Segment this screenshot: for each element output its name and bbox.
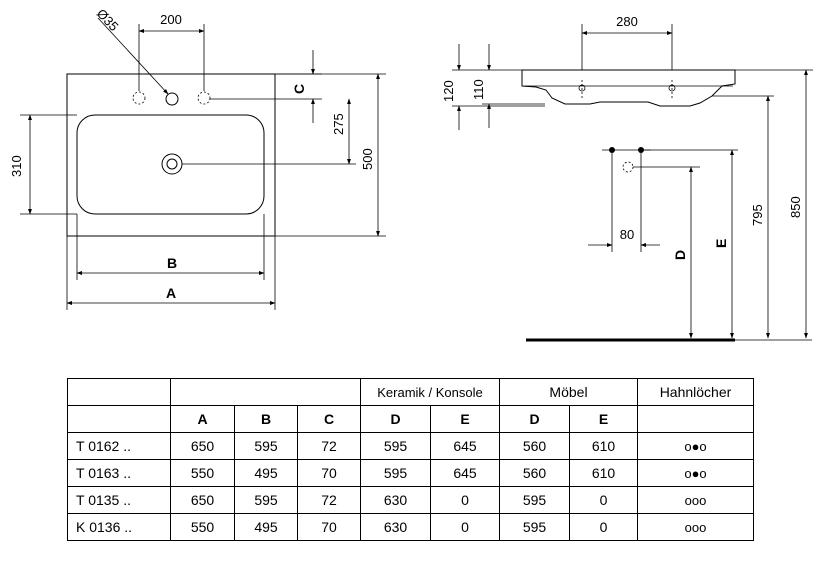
basin-outline — [66, 73, 276, 237]
cell-moebel-d: 595 — [499, 486, 570, 514]
cell-model: T 0163 .. — [67, 459, 171, 487]
cell-b: 595 — [234, 486, 298, 514]
dim-e-label: E — [713, 239, 729, 248]
cell-tap-holes: o●o — [637, 432, 754, 460]
dim-120: 120 — [441, 80, 456, 102]
cell-a: 550 — [170, 459, 235, 487]
dim-110: 110 — [471, 79, 486, 100]
cell-c: 72 — [297, 432, 361, 460]
dim-310: 310 — [9, 155, 24, 177]
table-group-header-row: Keramik / Konsole Möbel Hahnlöcher — [67, 378, 754, 406]
cell-moebel-d: 595 — [499, 513, 570, 541]
drain-outer — [161, 153, 183, 175]
cell-c: 72 — [297, 486, 361, 514]
cell-b: 595 — [234, 432, 298, 460]
dim-b-label: B — [167, 255, 177, 271]
dim-80: 80 — [620, 227, 634, 242]
col-header-keramik-d: D — [360, 405, 431, 433]
tap-hole-right — [197, 91, 211, 105]
group-header-hahnloecher: Hahnlöcher — [637, 378, 754, 406]
dim-hole-diameter: Ø35 — [94, 6, 122, 34]
cell-a: 650 — [170, 486, 235, 514]
dimension-table: Keramik / Konsole Möbel Hahnlöcher A B C… — [67, 378, 754, 541]
dim-c-label: C — [291, 84, 307, 94]
cell-moebel-e: 0 — [569, 486, 638, 514]
col-header-b: B — [234, 405, 298, 433]
cell-model: K 0136 .. — [67, 513, 171, 541]
dim-275: 275 — [331, 113, 346, 135]
col-header-moebel-e: E — [569, 405, 638, 433]
cell-tap-holes: ooo — [637, 486, 754, 514]
cell-model: T 0135 .. — [67, 486, 171, 514]
cell-keramik-e: 645 — [430, 432, 500, 460]
cell-keramik-d: 595 — [360, 459, 431, 487]
cell-keramik-e: 645 — [430, 459, 500, 487]
col-header-c: C — [297, 405, 361, 433]
cell-a: 550 — [170, 513, 235, 541]
top-view: 200 Ø35 C 275 500 310 B A — [9, 6, 386, 310]
cell-tap-holes: ooo — [637, 513, 754, 541]
basin-profile — [521, 69, 736, 107]
cell-model: T 0162 .. — [67, 432, 171, 460]
bowl-outline — [76, 114, 265, 215]
col-header-moebel-d: D — [499, 405, 570, 433]
cell-moebel-e: 0 — [569, 513, 638, 541]
dim-500: 500 — [360, 148, 375, 170]
cell-b: 495 — [234, 513, 298, 541]
tap-hole-center — [165, 92, 179, 106]
cell-moebel-e: 610 — [569, 459, 638, 487]
dim-hole-spacing: 200 — [160, 12, 182, 27]
cell-c: 70 — [297, 459, 361, 487]
col-header-a: A — [170, 405, 235, 433]
cell-moebel-d: 560 — [499, 432, 570, 460]
cell-keramik-d: 630 — [360, 513, 431, 541]
cell-keramik-e: 0 — [430, 513, 500, 541]
cell-moebel-e: 610 — [569, 432, 638, 460]
table-row: K 0136 .. 550 495 70 630 0 595 0 ooo — [67, 513, 754, 541]
side-view: 280 120 110 80 D E 795 — [441, 14, 813, 342]
cell-b: 495 — [234, 459, 298, 487]
group-header-moebel: Möbel — [499, 378, 638, 406]
col-header-keramik-e: E — [430, 405, 500, 433]
tap-hole-left — [132, 91, 146, 105]
cell-keramik-e: 0 — [430, 486, 500, 514]
dim-280: 280 — [616, 14, 638, 29]
cell-keramik-d: 630 — [360, 486, 431, 514]
technical-drawing: 200 Ø35 C 275 500 310 B A — [9, 6, 813, 342]
table-row: T 0135 .. 650 595 72 630 0 595 0 ooo — [67, 486, 754, 514]
cell-a: 650 — [170, 432, 235, 460]
cell-c: 70 — [297, 513, 361, 541]
group-header-keramik: Keramik / Konsole — [360, 378, 500, 406]
dim-795: 795 — [750, 204, 765, 226]
cell-moebel-d: 560 — [499, 459, 570, 487]
dim-d-label: D — [672, 250, 688, 260]
dim-850: 850 — [788, 196, 803, 218]
table-row: T 0162 .. 650 595 72 595 645 560 610 o●o — [67, 432, 754, 460]
cell-keramik-d: 595 — [360, 432, 431, 460]
dim-a-label: A — [166, 285, 176, 301]
cell-tap-holes: o●o — [637, 459, 754, 487]
table-row: T 0163 .. 550 495 70 595 645 560 610 o●o — [67, 459, 754, 487]
table-sub-header-row: A B C D E D E — [67, 405, 754, 433]
drain-inner — [166, 158, 178, 170]
